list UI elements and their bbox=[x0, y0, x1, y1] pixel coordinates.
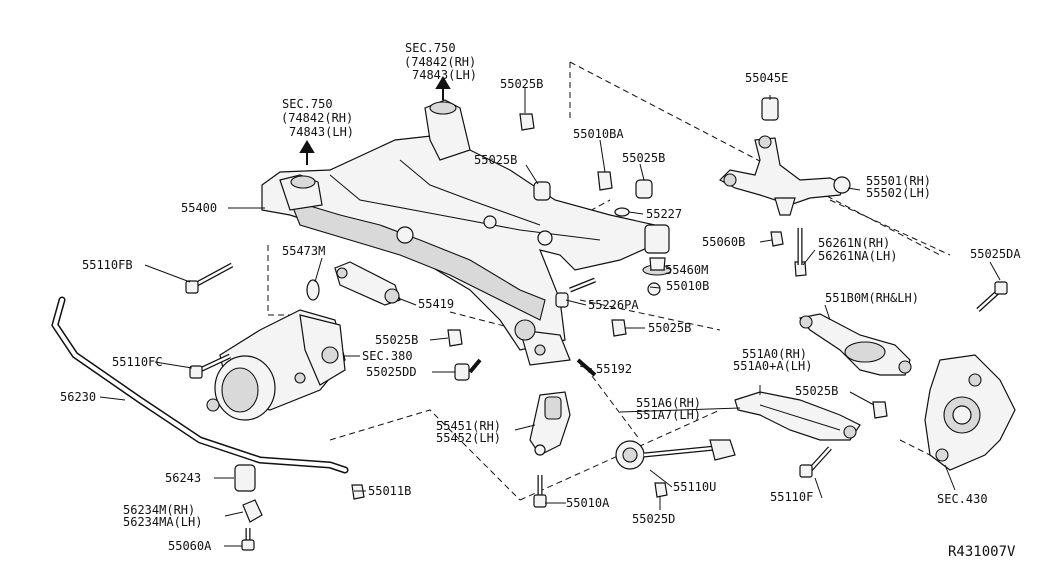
label-551A6: 551A6(RH) bbox=[636, 396, 701, 410]
label-55110F: 55110F bbox=[770, 490, 813, 504]
labels: SEC.750 (74842(RH) 74843(LH) SEC.750 (74… bbox=[60, 41, 1021, 560]
label-55473M: 55473M bbox=[282, 244, 325, 258]
label-55419: 55419 bbox=[418, 297, 454, 311]
label-551B0M: 551B0M(RH&LH) bbox=[825, 291, 919, 305]
diagram-code: R431007V bbox=[948, 544, 1016, 560]
upper-arm bbox=[719, 97, 851, 216]
label-55060A: 55060A bbox=[168, 539, 212, 553]
label-55045E: 55045E bbox=[745, 71, 788, 85]
label-55025DA: 55025DA bbox=[970, 247, 1021, 261]
label-55110U: 55110U bbox=[673, 480, 716, 494]
label-55227: 55227 bbox=[646, 207, 682, 221]
label-sec750-left-1: SEC.750 bbox=[282, 97, 333, 111]
label-55025DD: 55025DD bbox=[366, 365, 417, 379]
leader-lines bbox=[99, 88, 1001, 547]
label-sec750-left-3: 74843(LH) bbox=[289, 125, 354, 139]
bolts bbox=[185, 228, 1008, 551]
label-551A0: 551A0(RH) bbox=[742, 347, 807, 361]
label-55110FC: 55110FC bbox=[112, 355, 163, 369]
crossmember-links bbox=[306, 261, 401, 306]
lower-arm bbox=[798, 313, 912, 376]
sec750-arrows bbox=[299, 76, 451, 165]
label-55192: 55192 bbox=[596, 362, 632, 376]
label-56261NA: 56261NA(LH) bbox=[818, 249, 897, 263]
label-sec750-top-1: SEC.750 bbox=[405, 41, 456, 55]
label-sec750-top-2: (74842(RH) bbox=[404, 55, 476, 69]
bracket bbox=[529, 391, 571, 456]
label-551A7: 551A7(LH) bbox=[636, 408, 701, 422]
label-55025D: 55025D bbox=[632, 512, 675, 526]
lower-link bbox=[734, 391, 861, 441]
label-55025B-a: 55025B bbox=[500, 77, 543, 91]
label-55025B-e: 55025B bbox=[648, 321, 691, 335]
label-sec430: SEC.430 bbox=[937, 492, 988, 506]
knuckle bbox=[924, 354, 1016, 471]
label-sec750-left-2: (74842(RH) bbox=[281, 111, 353, 125]
label-56230: 56230 bbox=[60, 390, 96, 404]
label-551A0A: 551A0+A(LH) bbox=[733, 359, 812, 373]
small-parts bbox=[351, 113, 888, 500]
label-56234M: 56234M(RH) bbox=[123, 503, 195, 517]
label-55010BA: 55010BA bbox=[573, 127, 624, 141]
label-55452: 55452(LH) bbox=[436, 431, 501, 445]
label-55010A: 55010A bbox=[566, 496, 610, 510]
label-55451: 55451(RH) bbox=[436, 419, 501, 433]
label-55025B-f: 55025B bbox=[795, 384, 838, 398]
rear-crossmember bbox=[261, 99, 666, 366]
label-55460M: 55460M bbox=[665, 263, 708, 277]
label-55011B: 55011B bbox=[368, 484, 411, 498]
label-55025B-d: 55025B bbox=[375, 333, 418, 347]
label-56243: 56243 bbox=[165, 471, 201, 485]
label-55025B-b: 55025B bbox=[474, 153, 517, 167]
label-55110FB: 55110FB bbox=[82, 258, 133, 272]
label-55400: 55400 bbox=[181, 201, 217, 215]
label-55501: 55501(RH) bbox=[866, 174, 931, 188]
stabilizer-bar bbox=[51, 296, 349, 523]
label-55010B: 55010B bbox=[666, 279, 709, 293]
label-56234MA: 56234MA(LH) bbox=[123, 515, 202, 529]
label-55502: 55502(LH) bbox=[866, 186, 931, 200]
label-sec380: SEC.380 bbox=[362, 349, 413, 363]
label-55226PA: 55226PA bbox=[588, 298, 639, 312]
label-sec750-top-3: 74843(LH) bbox=[412, 68, 477, 82]
toe-link bbox=[615, 439, 736, 470]
label-56261N: 56261N(RH) bbox=[818, 236, 890, 250]
label-55025B-c: 55025B bbox=[622, 151, 665, 165]
differential-unit bbox=[206, 309, 346, 421]
label-55060B-a: 55060B bbox=[702, 235, 745, 249]
